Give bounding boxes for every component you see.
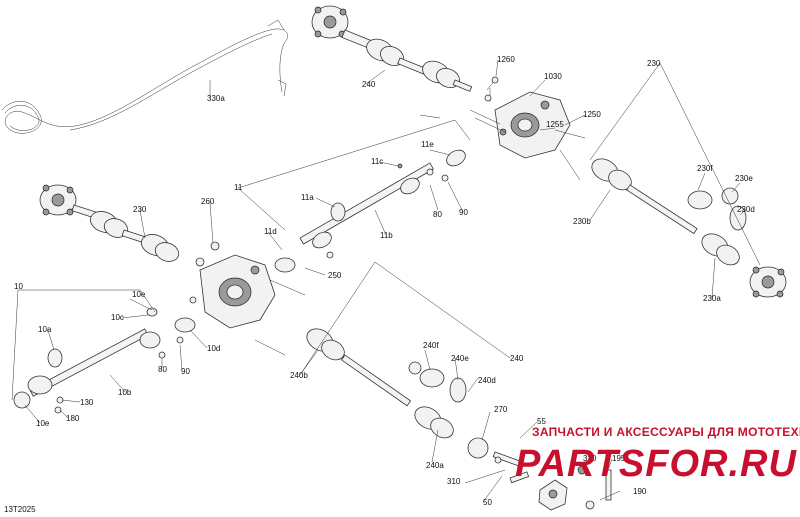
part-label: 230f — [697, 164, 713, 173]
lower-axle-240 — [306, 328, 612, 511]
part-label: 180 — [66, 414, 80, 423]
part-label: 240f — [423, 341, 439, 350]
cable-330a — [1, 19, 288, 134]
part-label: 90 — [459, 208, 468, 217]
part-label: 80 — [433, 210, 442, 219]
part-label: 10b — [118, 388, 132, 397]
part-label: 310 — [447, 477, 461, 486]
watermark-tagline: ЗАПЧАСТИ И АКСЕССУАРЫ ДЛЯ МОТОТЕХНИКИ — [532, 425, 800, 439]
part-label: 90 — [181, 367, 190, 376]
part-label: 11a — [301, 193, 314, 202]
part-label: 1255 — [546, 120, 564, 129]
part-label: 11b — [380, 231, 393, 240]
part-label: 240b — [290, 371, 308, 380]
part-labels: 330a 240 1260 1030 230 1255 1250 11e 11c 230f 230e… — [14, 55, 755, 507]
part-label: 1260 — [497, 55, 515, 64]
part-label: 10e — [36, 419, 50, 428]
part-label: 320 — [583, 454, 597, 463]
part-label: 55 — [537, 417, 546, 426]
part-label: 11 — [234, 183, 243, 192]
part-label: 10d — [207, 344, 220, 353]
part-label: 230 — [647, 59, 661, 68]
right-axle-230 — [591, 158, 787, 298]
leader-lines — [11, 59, 761, 503]
part-label: 1250 — [583, 110, 601, 119]
part-label: 130 — [80, 398, 94, 407]
part-label: 240e — [451, 354, 469, 363]
part-label: 1030 — [544, 72, 562, 81]
part-label: 10c — [111, 313, 124, 322]
part-label: 250 — [328, 271, 342, 280]
part-label: 260 — [201, 197, 215, 206]
part-label: 240 — [510, 354, 524, 363]
part-label: 270 — [494, 405, 508, 414]
part-label: 230d — [737, 205, 755, 214]
rear-propshaft-11 — [274, 149, 466, 273]
part-label: 230a — [703, 294, 721, 303]
part-label: 230e — [735, 174, 753, 183]
left-axle-230 — [39, 184, 180, 262]
front-propshaft-10 — [13, 307, 196, 414]
part-label: 80 — [158, 365, 167, 374]
part-label: 240 — [362, 80, 376, 89]
top-axle-240 — [311, 5, 473, 92]
part-label: 50 — [483, 498, 492, 507]
front-differential — [189, 241, 306, 356]
part-label: 230b — [573, 217, 591, 226]
watermark-brand: PARTSFOR.RU — [515, 443, 797, 485]
rear-differential-1030 — [469, 76, 586, 181]
part-label: 190 — [633, 487, 647, 496]
part-label: 240a — [426, 461, 444, 470]
watermark-logo: ЗАПЧАСТИ И АКСЕССУАРЫ ДЛЯ МОТОТЕХНИКИ PA… — [515, 425, 800, 485]
part-label: 10e — [132, 290, 146, 299]
part-label: 11c — [371, 157, 383, 166]
part-label: 11d — [264, 227, 277, 236]
part-label: 195 — [612, 454, 626, 463]
part-label: 240d — [478, 376, 496, 385]
part-label: 230 — [133, 205, 147, 214]
part-label: 10 — [14, 282, 23, 291]
part-label: 330a — [207, 94, 225, 103]
part-label: 10a — [38, 325, 52, 334]
figure-code: 13T2025 — [4, 505, 36, 514]
part-label: 11e — [421, 140, 434, 149]
